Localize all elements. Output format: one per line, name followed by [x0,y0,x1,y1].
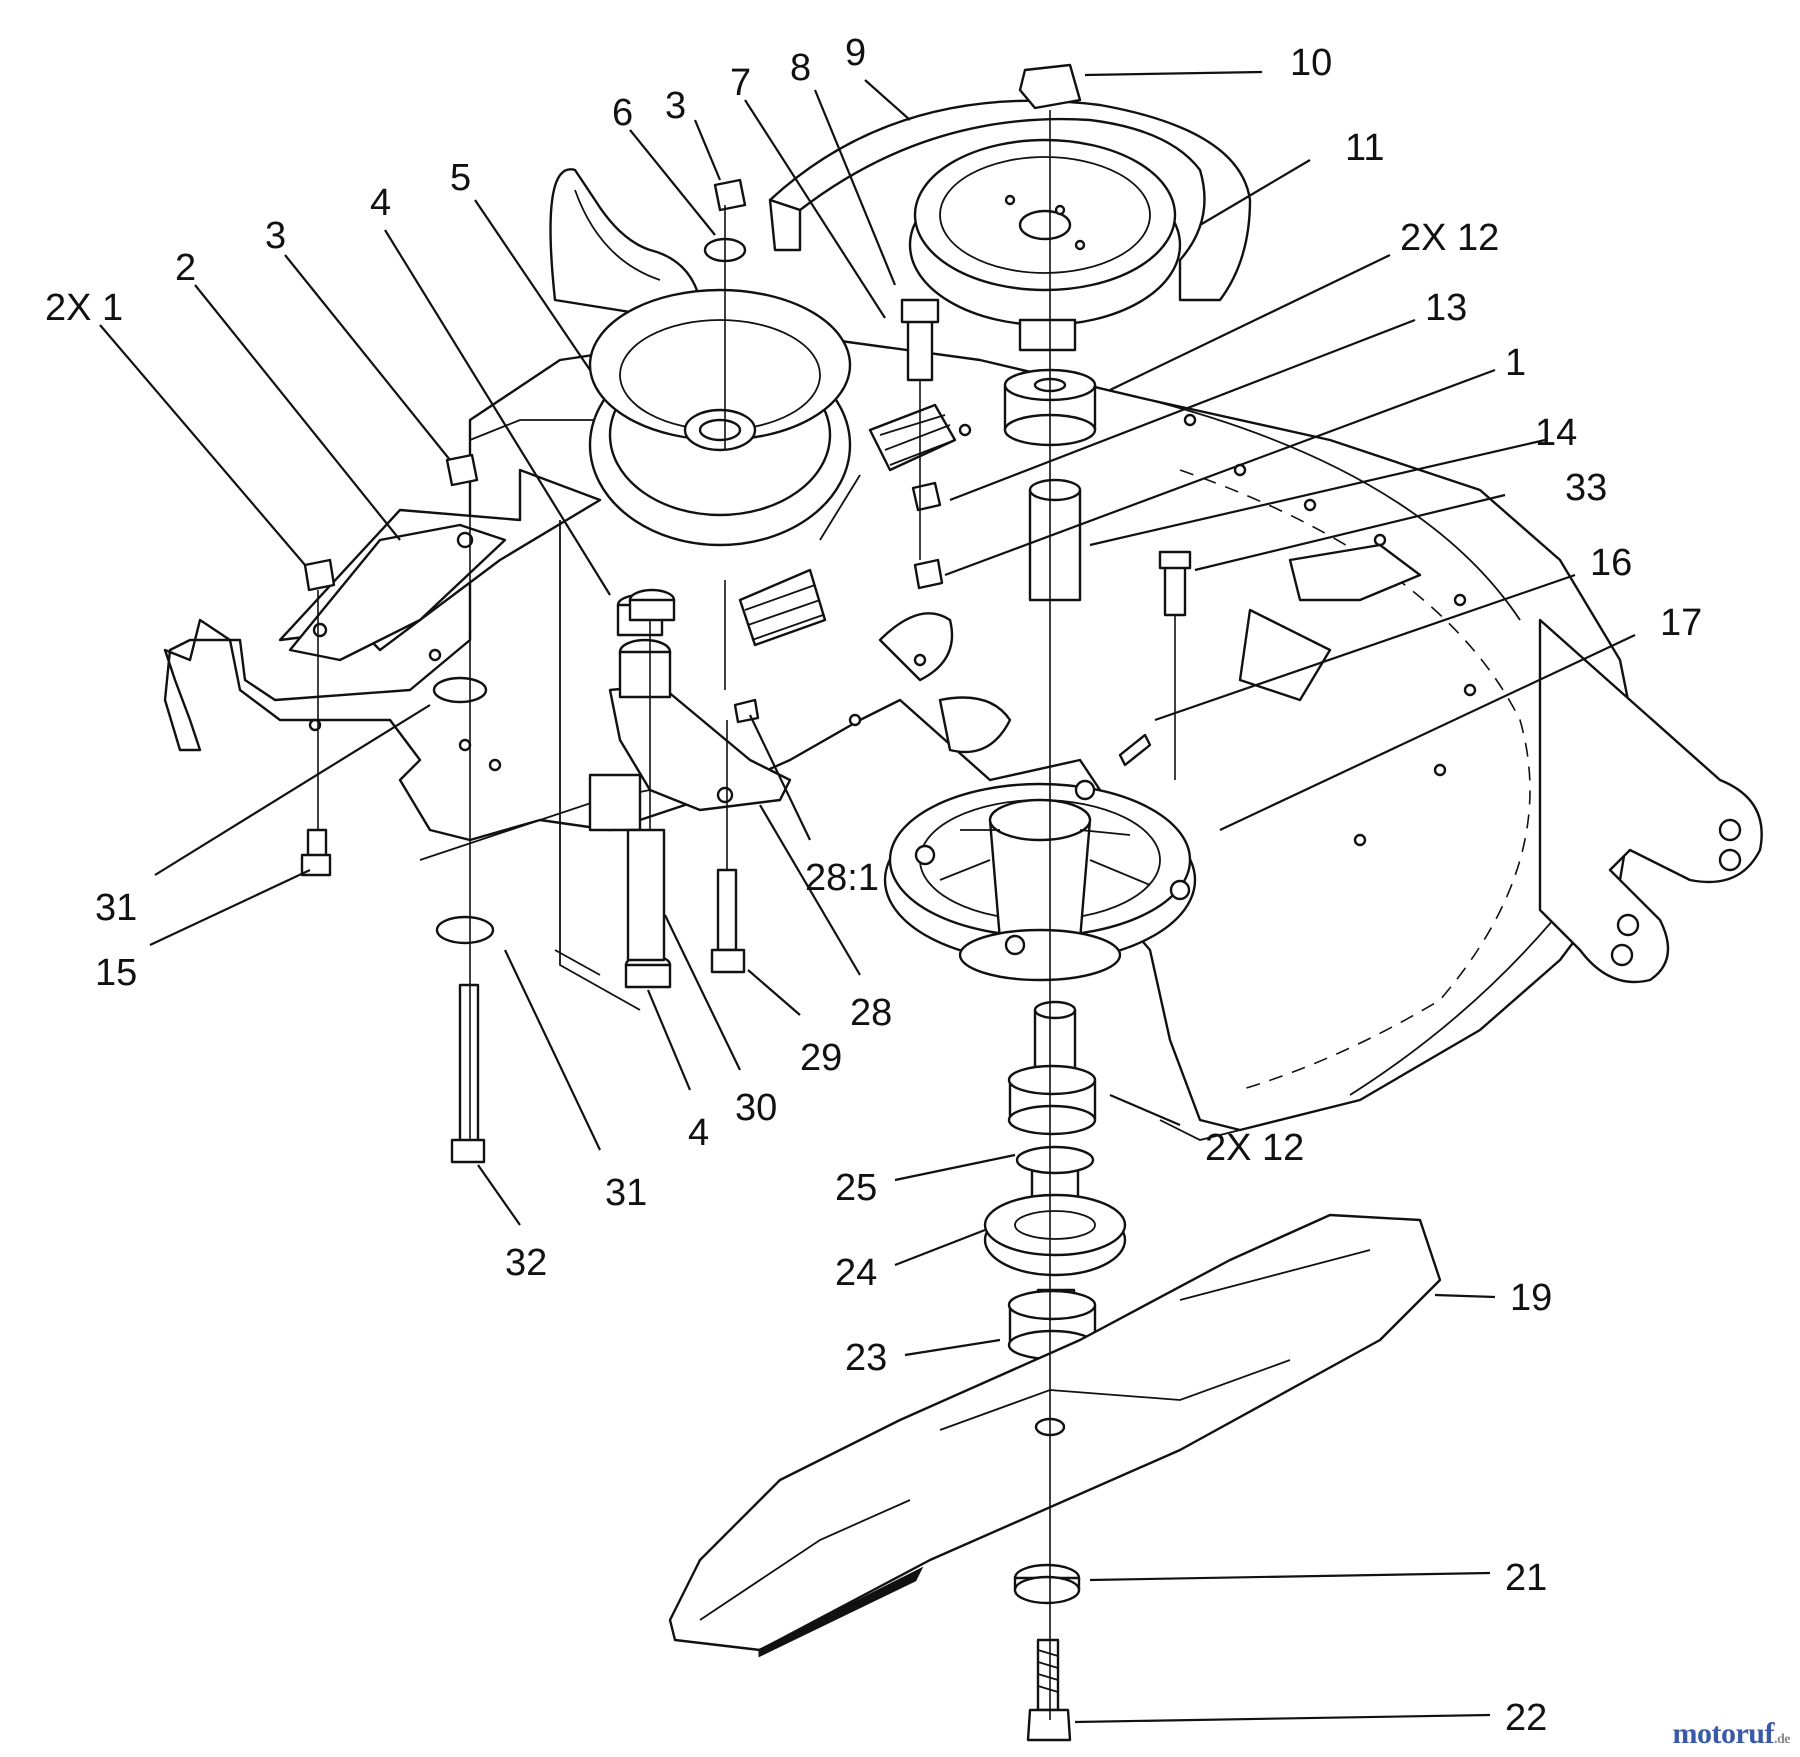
callout-28: 28 [850,992,892,1034]
blade-bolt [1026,1638,1072,1742]
callout-21: 21 [1505,1557,1547,1599]
callout-16: 16 [1590,542,1632,584]
callout-10: 10 [1290,42,1332,84]
spindle-housing [883,733,1197,982]
callout-14: 14 [1535,412,1577,454]
callout-3-left: 3 [265,215,286,257]
left-deck-bracket [278,419,701,1011]
callout-17: 17 [1660,602,1702,644]
lower-spacer [1007,1064,1097,1136]
callout-9: 9 [845,32,866,74]
callout-7: 7 [730,62,751,104]
callout-3-top: 3 [665,85,686,127]
center-lines [317,110,1176,1720]
callout-2x12-upper: 2X 12 [1400,217,1499,259]
callout-31-upper: 31 [95,887,137,929]
callout-15: 15 [95,952,137,994]
mower-blade [668,1213,1442,1658]
callout-11: 11 [1345,127,1384,169]
callout-29: 29 [800,1037,842,1079]
blade-washer [1013,1563,1081,1605]
callout-labels: 2X 1 2 3 4 5 6 3 7 8 9 10 11 2X 12 13 1 … [45,32,1702,1739]
callout-4-bottom: 4 [688,1112,709,1154]
callout-32: 32 [505,1242,547,1284]
callout-33: 33 [1565,467,1607,509]
callout-19: 19 [1510,1277,1552,1319]
idler-pulley [588,288,852,547]
callout-28-1: 28:1 [805,857,879,899]
belt [768,99,1252,302]
callout-30: 30 [735,1087,777,1129]
callout-23: 23 [845,1337,887,1379]
washer-25 [1015,1145,1095,1175]
callout-4-top: 4 [370,182,391,224]
callout-6: 6 [612,92,633,134]
callout-5: 5 [450,157,471,199]
leader-lines [99,70,1636,1724]
callout-2x12-lower: 2X 12 [1205,1127,1304,1169]
callout-25: 25 [835,1167,877,1209]
callout-8: 8 [790,47,811,89]
callout-31-lower: 31 [605,1172,647,1214]
callout-24: 24 [835,1252,877,1294]
hardware [300,63,1192,1164]
driven-pulley [908,138,1182,352]
mower-deck-housing [163,168,1763,1141]
callout-1: 1 [1505,342,1526,384]
watermark-tld: .de [1774,1732,1791,1747]
callout-2x1: 2X 1 [45,287,123,329]
bearing-24 [983,1193,1127,1277]
spindle-bearing-sleeve [1028,478,1082,602]
extension-spring [738,403,957,647]
callout-2: 2 [175,247,196,289]
watermark-brand: motoruf [1672,1717,1775,1750]
callout-13: 13 [1425,287,1467,329]
callout-22: 22 [1505,1697,1547,1739]
watermark-logo: motoruf.de [1672,1717,1791,1751]
